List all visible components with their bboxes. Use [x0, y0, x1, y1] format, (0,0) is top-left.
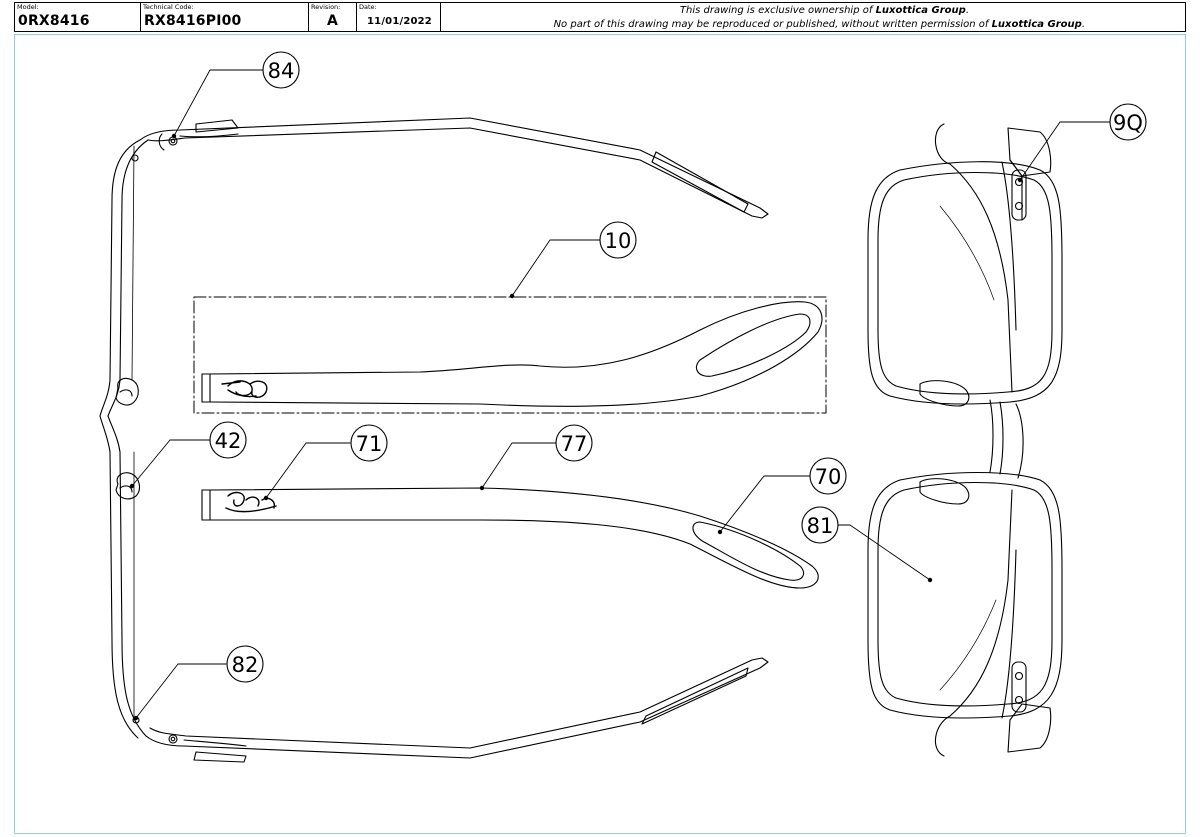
technical-code-value: RX8416PI00 [144, 13, 242, 29]
callout-82-label: 82 [232, 653, 259, 677]
callout-9q-label: 9Q [1113, 111, 1143, 135]
lower-lens-rim [867, 471, 1063, 719]
callout-70: 70 [809, 457, 847, 495]
callout-84: 84 [262, 51, 300, 89]
upper-temple-arm [139, 117, 769, 219]
model-cell: Model: 0RX8416 [15, 3, 141, 31]
temple-logo [225, 491, 277, 513]
revision-cell: Revision: A [309, 3, 357, 31]
callout-84-label: 84 [268, 59, 295, 83]
callout-71-label: 71 [356, 432, 383, 456]
technical-code-cell: Technical Code: RX8416PI00 [141, 3, 309, 31]
temple-side-view [201, 487, 819, 589]
upper-lens-rim [867, 161, 1063, 405]
date-value: 11/01/2022 [367, 16, 432, 27]
drawing-area-border [14, 34, 1186, 834]
ownership-notice: This drawing is exclusive ownership of L… [441, 3, 1185, 31]
notice-company-1: Luxottica Group [875, 5, 966, 16]
front-view [867, 123, 1063, 757]
callout-77: 77 [555, 424, 593, 462]
model-value: 0RX8416 [18, 13, 90, 29]
callout-leaders [131, 69, 1111, 719]
top-view [99, 117, 769, 763]
callout-10-label: 10 [605, 229, 632, 253]
callout-anchor-dots [129, 133, 1023, 721]
title-block: Model: 0RX8416 Technical Code: RX8416PI0… [14, 2, 1186, 32]
callout-9q: 9Q [1109, 103, 1147, 141]
callout-81-label: 81 [807, 514, 834, 538]
callout-70-label: 70 [815, 465, 842, 489]
notice-line-2: No part of this drawing may be reproduce… [554, 19, 1085, 30]
model-label: Model: [17, 3, 39, 11]
notice-line-2-end: . [1081, 19, 1085, 30]
callout-10: 10 [599, 221, 637, 259]
notice-line-1: This drawing is exclusive ownership of L… [680, 5, 969, 16]
temple-logo-mirrored [221, 380, 268, 398]
callout-42-label: 42 [215, 429, 242, 453]
callout-71: 71 [350, 424, 388, 462]
date-cell: Date: 11/01/2022 [357, 3, 441, 31]
notice-line-1-text: This drawing is exclusive ownership of [679, 5, 876, 16]
callout-81: 81 [801, 506, 839, 544]
date-label: Date: [359, 3, 377, 11]
callout-82: 82 [226, 645, 264, 683]
callout-42: 42 [209, 421, 247, 459]
technical-code-label: Technical Code: [143, 3, 194, 11]
revision-label: Revision: [311, 3, 341, 11]
lower-temple-arm [132, 657, 769, 763]
revision-value: A [326, 13, 339, 29]
notice-company-2: Luxottica Group [991, 19, 1082, 30]
temple-detail-view [193, 296, 827, 414]
nose-pad-upper [115, 377, 139, 406]
nose-pad-lower [115, 472, 141, 500]
callout-77-label: 77 [561, 432, 588, 456]
notice-line-1-end: . [965, 5, 969, 16]
notice-line-2-text: No part of this drawing may be reproduce… [553, 19, 992, 30]
